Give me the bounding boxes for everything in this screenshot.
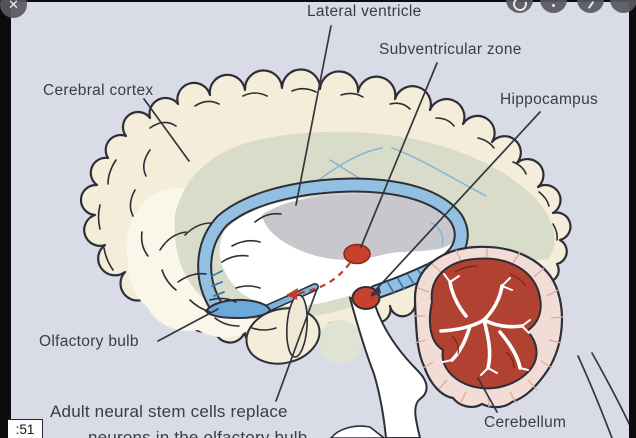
timestamp-badge: :51 <box>8 419 43 438</box>
line-hippocampus <box>371 111 541 295</box>
caption-line-1: Adult neural stem cells replace <box>50 402 288 421</box>
toolbar-button-1[interactable] <box>506 0 533 14</box>
label-lateral-ventricle: Lateral ventricle <box>307 3 422 20</box>
line-subventricular-zone <box>360 62 438 248</box>
migration-dashed-arrow <box>286 262 351 300</box>
left-letterbox-bar <box>0 0 11 438</box>
svz-marker-dot <box>343 243 371 265</box>
line-lateral-ventricle <box>295 25 332 206</box>
label-cerebellum: Cerebellum <box>484 414 567 431</box>
line-bottom-right-a <box>577 355 613 438</box>
midbrain-shape <box>285 294 309 358</box>
line-cerebellum <box>477 377 498 413</box>
brainstem-shape <box>348 296 428 438</box>
gyri-lines <box>97 87 558 331</box>
timestamp-text: :51 <box>15 422 35 437</box>
caption-line-2: neurons in the olfactory bulb <box>88 428 308 438</box>
spinal-cord-base <box>329 425 386 438</box>
thalamus-gray-mass <box>262 193 459 260</box>
label-olfactory-bulb: Olfactory bulb <box>39 333 139 350</box>
tick-icon <box>587 1 594 9</box>
label-cerebral-cortex: Cerebral cortex <box>43 82 154 99</box>
migratory-channel <box>262 283 319 313</box>
label-subventricular-zone: Subventricular zone <box>379 41 522 58</box>
toolbar-button-4[interactable] <box>610 0 636 13</box>
cerebellum-shape <box>413 245 564 409</box>
line-caption <box>275 288 318 402</box>
label-hippocampus: Hippocampus <box>500 91 599 108</box>
dots-icon <box>551 3 556 8</box>
hippocampus-arrowhead <box>370 285 381 297</box>
line-bottom-right-b <box>591 352 634 433</box>
toolbar-button-3[interactable] <box>577 0 604 13</box>
top-letterbox-bar <box>0 0 636 2</box>
temporal-region <box>318 320 362 364</box>
line-olfactory-bulb <box>157 308 219 342</box>
close-button[interactable]: ✕ <box>0 0 27 18</box>
close-icon: ✕ <box>8 0 19 12</box>
right-letterbox-bar <box>629 0 636 438</box>
toolbar-button-2[interactable] <box>540 0 567 13</box>
line-cerebral-cortex <box>143 98 190 162</box>
curved-arrow-icon <box>510 0 529 14</box>
